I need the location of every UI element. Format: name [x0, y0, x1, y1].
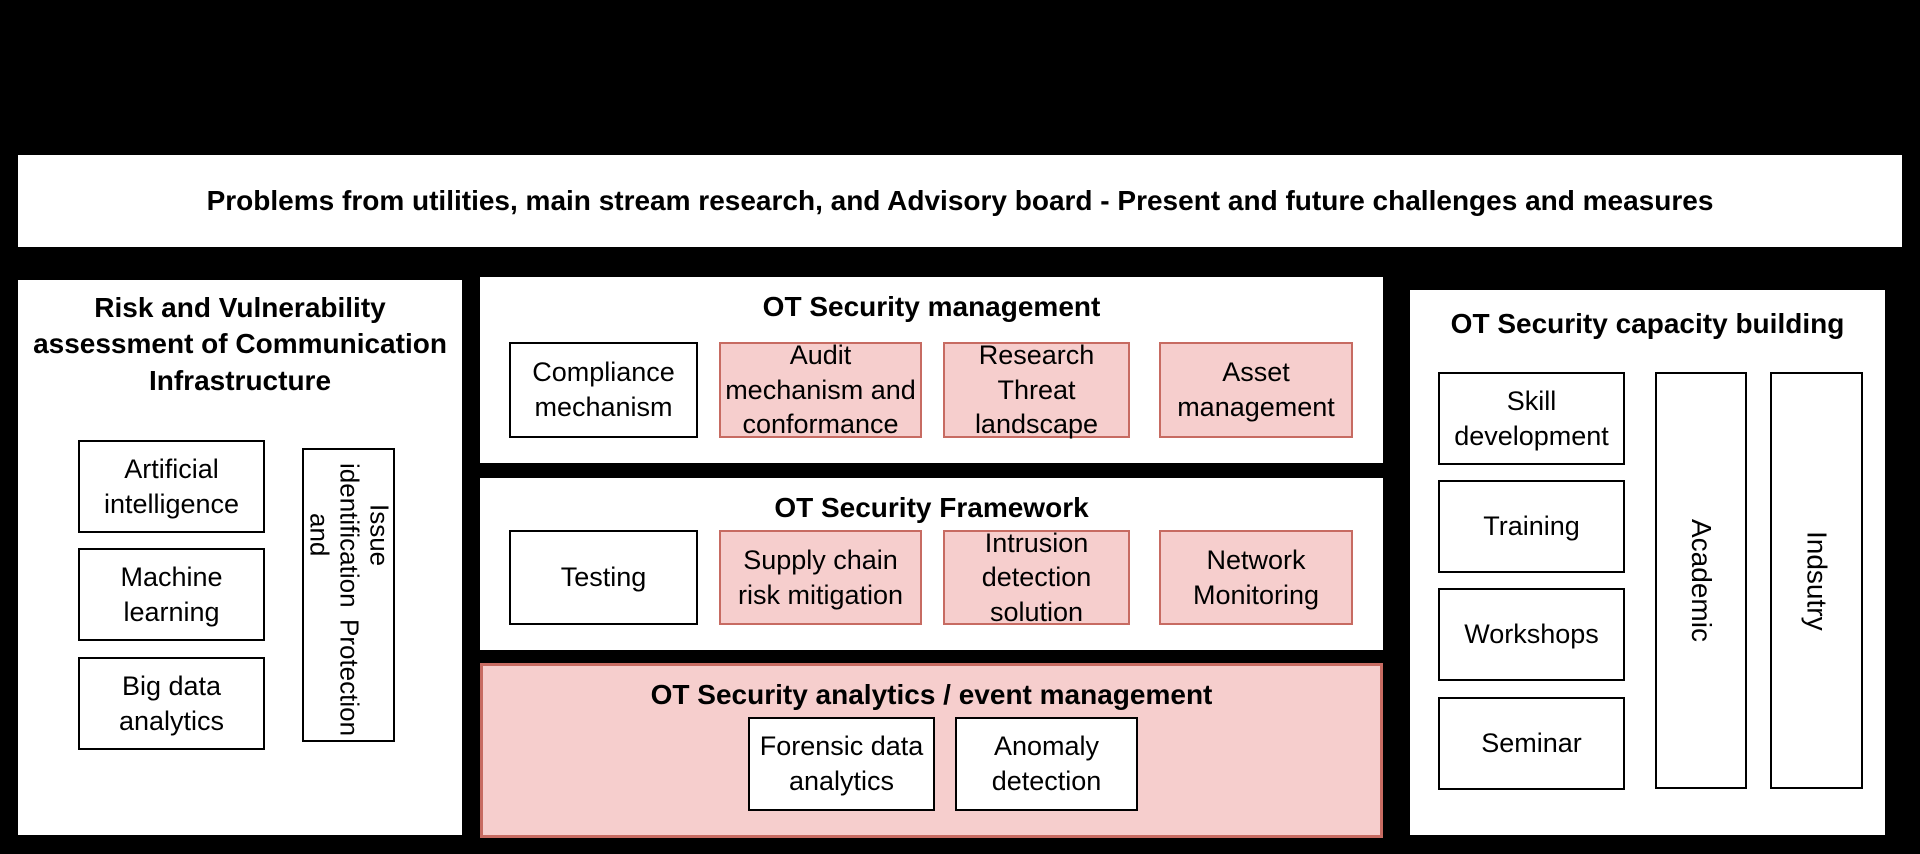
banner-title: Problems from utilities, main stream res… — [206, 185, 1714, 216]
workshops-box: Workshops — [1438, 588, 1625, 681]
intrusion-detection-label: Intrusion detection solution — [981, 527, 1092, 627]
risk-vulnerability-title: Risk and Vulnerability assessment of Com… — [33, 292, 447, 396]
industry-label: Indsutry — [1801, 530, 1833, 631]
supply-chain-risk-label: Supply chain risk mitigation — [737, 544, 904, 610]
big-data-analytics-box: Big data analytics — [78, 657, 265, 750]
seminar-box: Seminar — [1438, 697, 1625, 790]
testing-box: Testing — [509, 530, 698, 625]
artificial-intelligence-label: Artificial intelligence — [103, 453, 240, 519]
forensic-data-analytics-label: Forensic data analytics — [759, 731, 924, 796]
issue-identification-protection-box: Issue identification and Protection — [302, 448, 395, 742]
intrusion-detection-box: Intrusion detection solution — [943, 528, 1130, 627]
research-threat-landscape-box: Research Threat landscape — [943, 340, 1130, 439]
testing-label: Testing — [560, 562, 647, 593]
ot-security-framework-section: OT Security Framework Testing Supply cha… — [480, 478, 1383, 650]
capacity-building-title: OT Security capacity building — [1450, 308, 1845, 339]
audit-mechanism-label: Audit mechanism and conformance — [725, 340, 916, 440]
ot-security-framework-title: OT Security Framework — [774, 492, 1089, 523]
artificial-intelligence-box: Artificial intelligence — [78, 440, 265, 533]
skill-development-label: Skill development — [1454, 385, 1609, 451]
machine-learning-label: Machine learning — [120, 561, 223, 627]
issue-identification-line2: Protection — [334, 618, 365, 736]
ot-security-management-section: OT Security management Compliance mechan… — [480, 277, 1383, 463]
seminar-label: Seminar — [1481, 728, 1582, 759]
compliance-mechanism-box: Compliance mechanism — [509, 342, 698, 438]
supply-chain-risk-box: Supply chain risk mitigation — [719, 530, 922, 625]
network-monitoring-box: Network Monitoring — [1159, 530, 1353, 625]
research-threat-landscape-label: Research Threat landscape — [974, 340, 1099, 440]
industry-box: Indsutry — [1770, 372, 1863, 789]
training-label: Training — [1483, 511, 1580, 542]
compliance-mechanism-label: Compliance mechanism — [532, 357, 675, 422]
capacity-building-panel: OT Security capacity building Skill deve… — [1410, 290, 1885, 835]
risk-vulnerability-panel: Risk and Vulnerability assessment of Com… — [18, 280, 462, 835]
skill-development-box: Skill development — [1438, 372, 1625, 465]
top-banner: Problems from utilities, main stream res… — [18, 155, 1902, 247]
machine-learning-box: Machine learning — [78, 548, 265, 641]
anomaly-detection-label: Anomaly detection — [991, 731, 1102, 796]
training-box: Training — [1438, 480, 1625, 573]
academic-box: Academic — [1655, 372, 1747, 789]
ot-security-analytics-section: OT Security analytics / event management… — [480, 663, 1383, 838]
academic-label: Academic — [1686, 519, 1718, 642]
forensic-data-analytics-box: Forensic data analytics — [748, 717, 935, 811]
audit-mechanism-box: Audit mechanism and conformance — [719, 340, 922, 439]
workshops-label: Workshops — [1464, 619, 1599, 650]
asset-management-label: Asset management — [1177, 357, 1335, 422]
ot-security-management-title: OT Security management — [762, 291, 1101, 322]
ot-security-analytics-title: OT Security analytics / event management — [650, 679, 1213, 710]
network-monitoring-label: Network Monitoring — [1192, 544, 1320, 610]
issue-identification-line1: Issue identification and — [304, 462, 395, 608]
asset-management-box: Asset management — [1159, 342, 1353, 438]
big-data-analytics-label: Big data analytics — [118, 670, 225, 736]
anomaly-detection-box: Anomaly detection — [955, 717, 1138, 811]
